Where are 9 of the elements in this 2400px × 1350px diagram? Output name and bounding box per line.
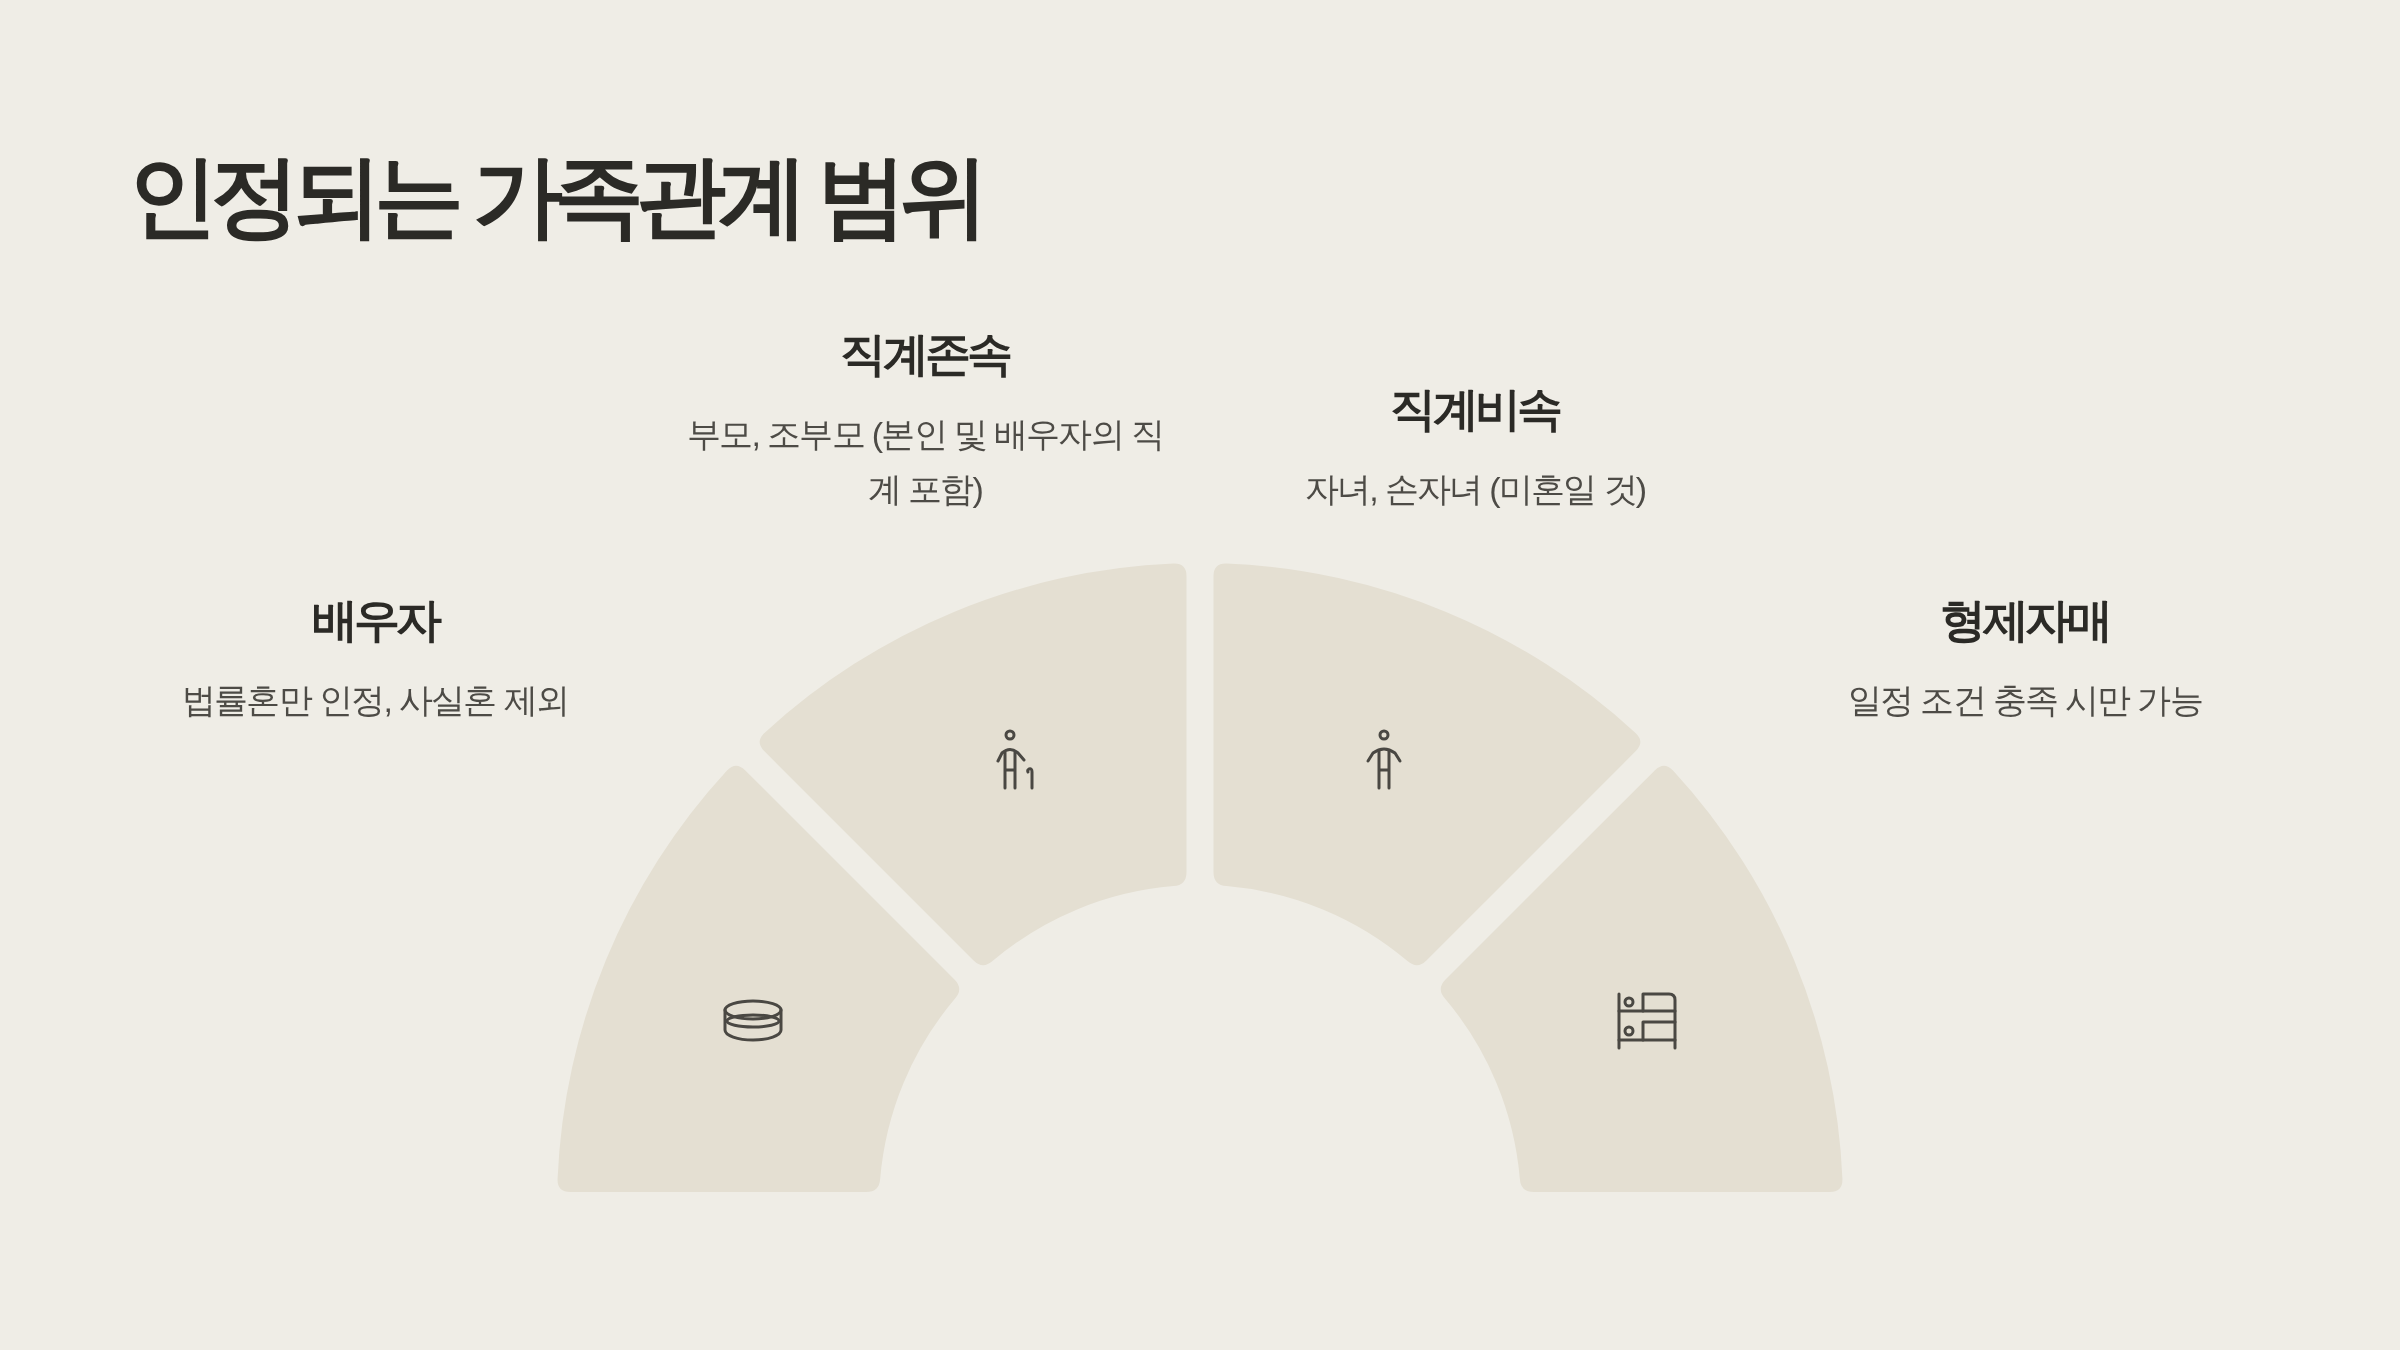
category-description: 일정 조건 충족 시만 가능 (1847, 680, 2203, 721)
category-title: 직계비속 (1390, 382, 1560, 437)
category-description: 부모, 조부모 (본인 및 배우자의 직계 포함) (686, 414, 1164, 510)
page-title: 인정되는 가족관계 범위 (128, 146, 981, 246)
category-title: 형제자매 (1940, 593, 2110, 648)
category-title: 배우자 (311, 593, 439, 648)
category-description: 법률혼만 인정, 사실혼 제외 (180, 680, 570, 721)
category-title: 직계존속 (840, 327, 1010, 382)
category-description: 자녀, 손자녀 (미혼일 것) (1303, 469, 1647, 510)
